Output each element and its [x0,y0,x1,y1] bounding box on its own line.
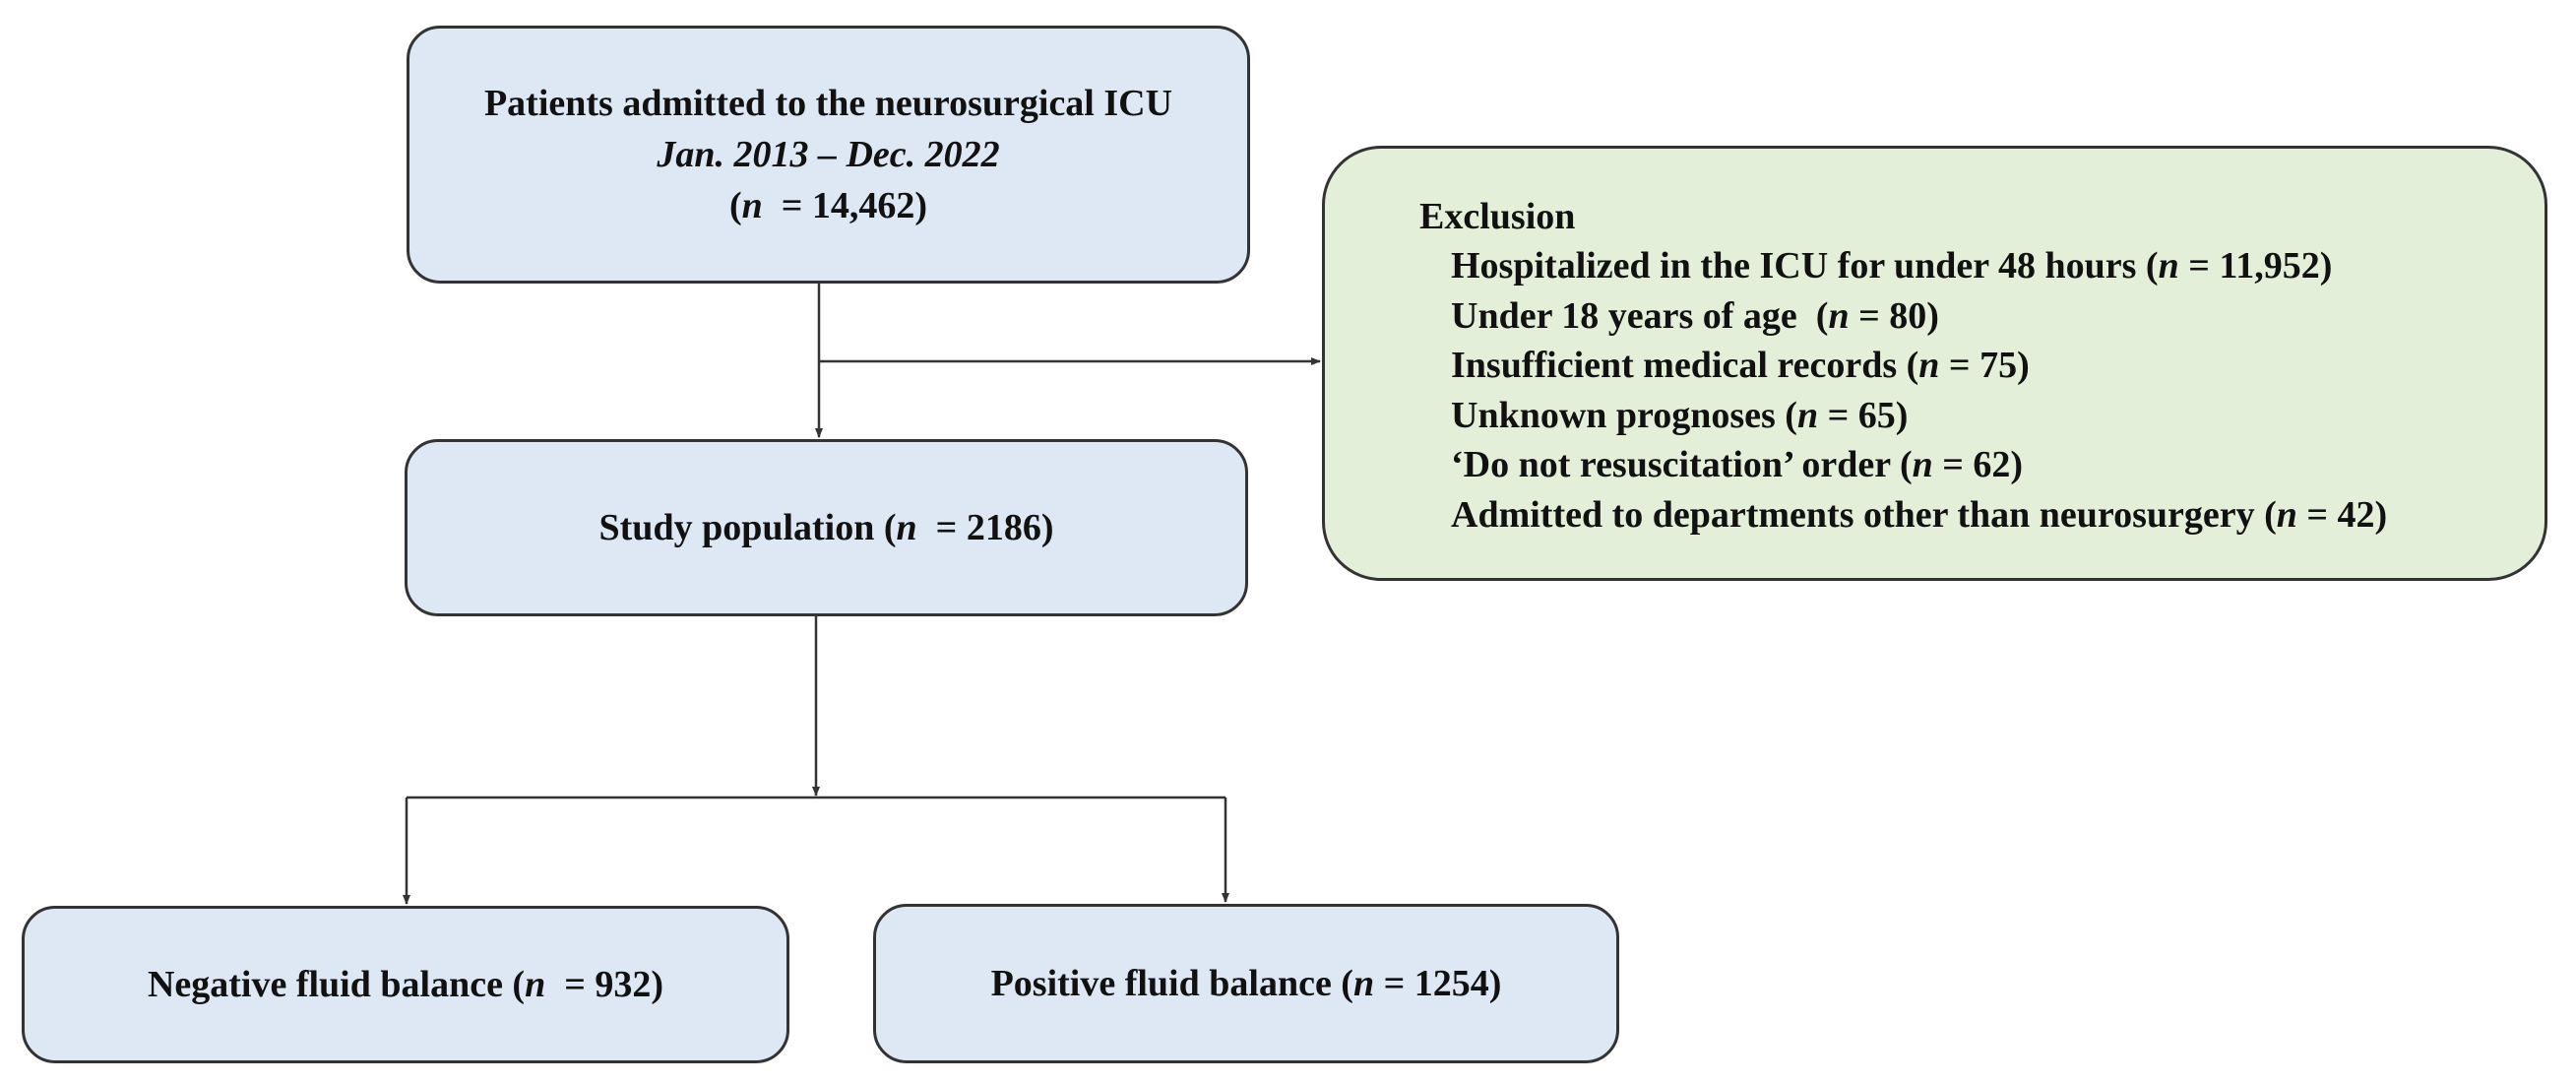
study-population-box: Study population (n = 2186) [405,439,1248,616]
study-population-prefix: Study population ( [598,507,897,548]
negative-fluid-balance-box: Negative fluid balance (n = 932) [22,906,789,1063]
exclusion-item-count: = 65) [1818,394,1909,436]
exclusion-header: Exclusion [1419,196,1576,237]
study-population-label: Study population (n = 2186) [599,502,1054,553]
admitted-count-n: n [741,185,763,226]
exclusion-item-count: = 11,952) [2178,245,2333,287]
exclusion-item-n: n [2276,493,2297,536]
exclusion-item-n: n [2158,245,2179,287]
exclusion-item-text: Admitted to departments other than neuro… [1451,493,2277,536]
positive-prefix: Positive fluid balance ( [990,963,1353,1004]
admitted-title: Patients admitted to the neurosurgical I… [483,83,1173,124]
exclusion-item-n: n [1828,294,1850,337]
positive-fluid-balance-box: Positive fluid balance (n = 1254) [873,904,1619,1063]
study-population-value: = 2186) [916,507,1054,548]
exclusion-item-n: n [1918,345,1940,386]
exclusion-item-text: ‘Do not resuscitation’ order ( [1451,444,1913,485]
positive-n: n [1352,963,1375,1004]
negative-n: n [525,964,546,1005]
exclusion-item-text: Hospitalized in the ICU for under 48 hou… [1451,245,2159,287]
exclusion-list: Hospitalized in the ICU for under 48 hou… [1419,241,2545,540]
admitted-count: (n = 14,462) [729,180,927,231]
exclusion-item: Hospitalized in the ICU for under 48 hou… [1451,241,2545,291]
admitted-date-range: Jan. 2013 – Dec. 2022 [657,134,1000,175]
negative-prefix: Negative fluid balance ( [147,964,526,1005]
admitted-count-open: ( [728,185,742,226]
exclusion-item: ‘Do not resuscitation’ order (n = 62) [1451,440,2545,490]
negative-fluid-balance-label: Negative fluid balance (n = 932) [148,959,663,1010]
exclusion-item-n: n [1796,394,1819,436]
exclusion-item: Insufficient medical records (n = 75) [1451,341,2545,391]
admitted-count-value: = 14,462) [762,185,928,226]
exclusion-item-count: = 80) [1849,294,1939,337]
exclusion-item-count: = 62) [1932,444,2024,485]
admitted-patients-box: Patients admitted to the neurosurgical I… [407,26,1250,284]
exclusion-item: Unknown prognoses (n = 65) [1451,391,2545,441]
exclusion-item: Under 18 years of age (n = 80) [1451,291,2545,342]
positive-value: = 1254) [1374,963,1502,1004]
exclusion-item-text: Insufficient medical records ( [1451,345,1919,386]
exclusion-item-text: Unknown prognoses ( [1451,394,1797,436]
exclusion-item: Admitted to departments other than neuro… [1451,490,2545,541]
positive-fluid-balance-label: Positive fluid balance (n = 1254) [991,958,1502,1009]
exclusion-item-count: = 42) [2296,493,2388,536]
exclusion-box: Exclusion Hospitalized in the ICU for un… [1322,146,2547,581]
exclusion-item-text: Under 18 years of age ( [1451,294,1829,337]
exclusion-item-n: n [1912,444,1933,485]
negative-value: = 932) [545,964,664,1005]
study-population-n: n [896,507,917,548]
exclusion-item-count: = 75) [1939,345,2030,386]
